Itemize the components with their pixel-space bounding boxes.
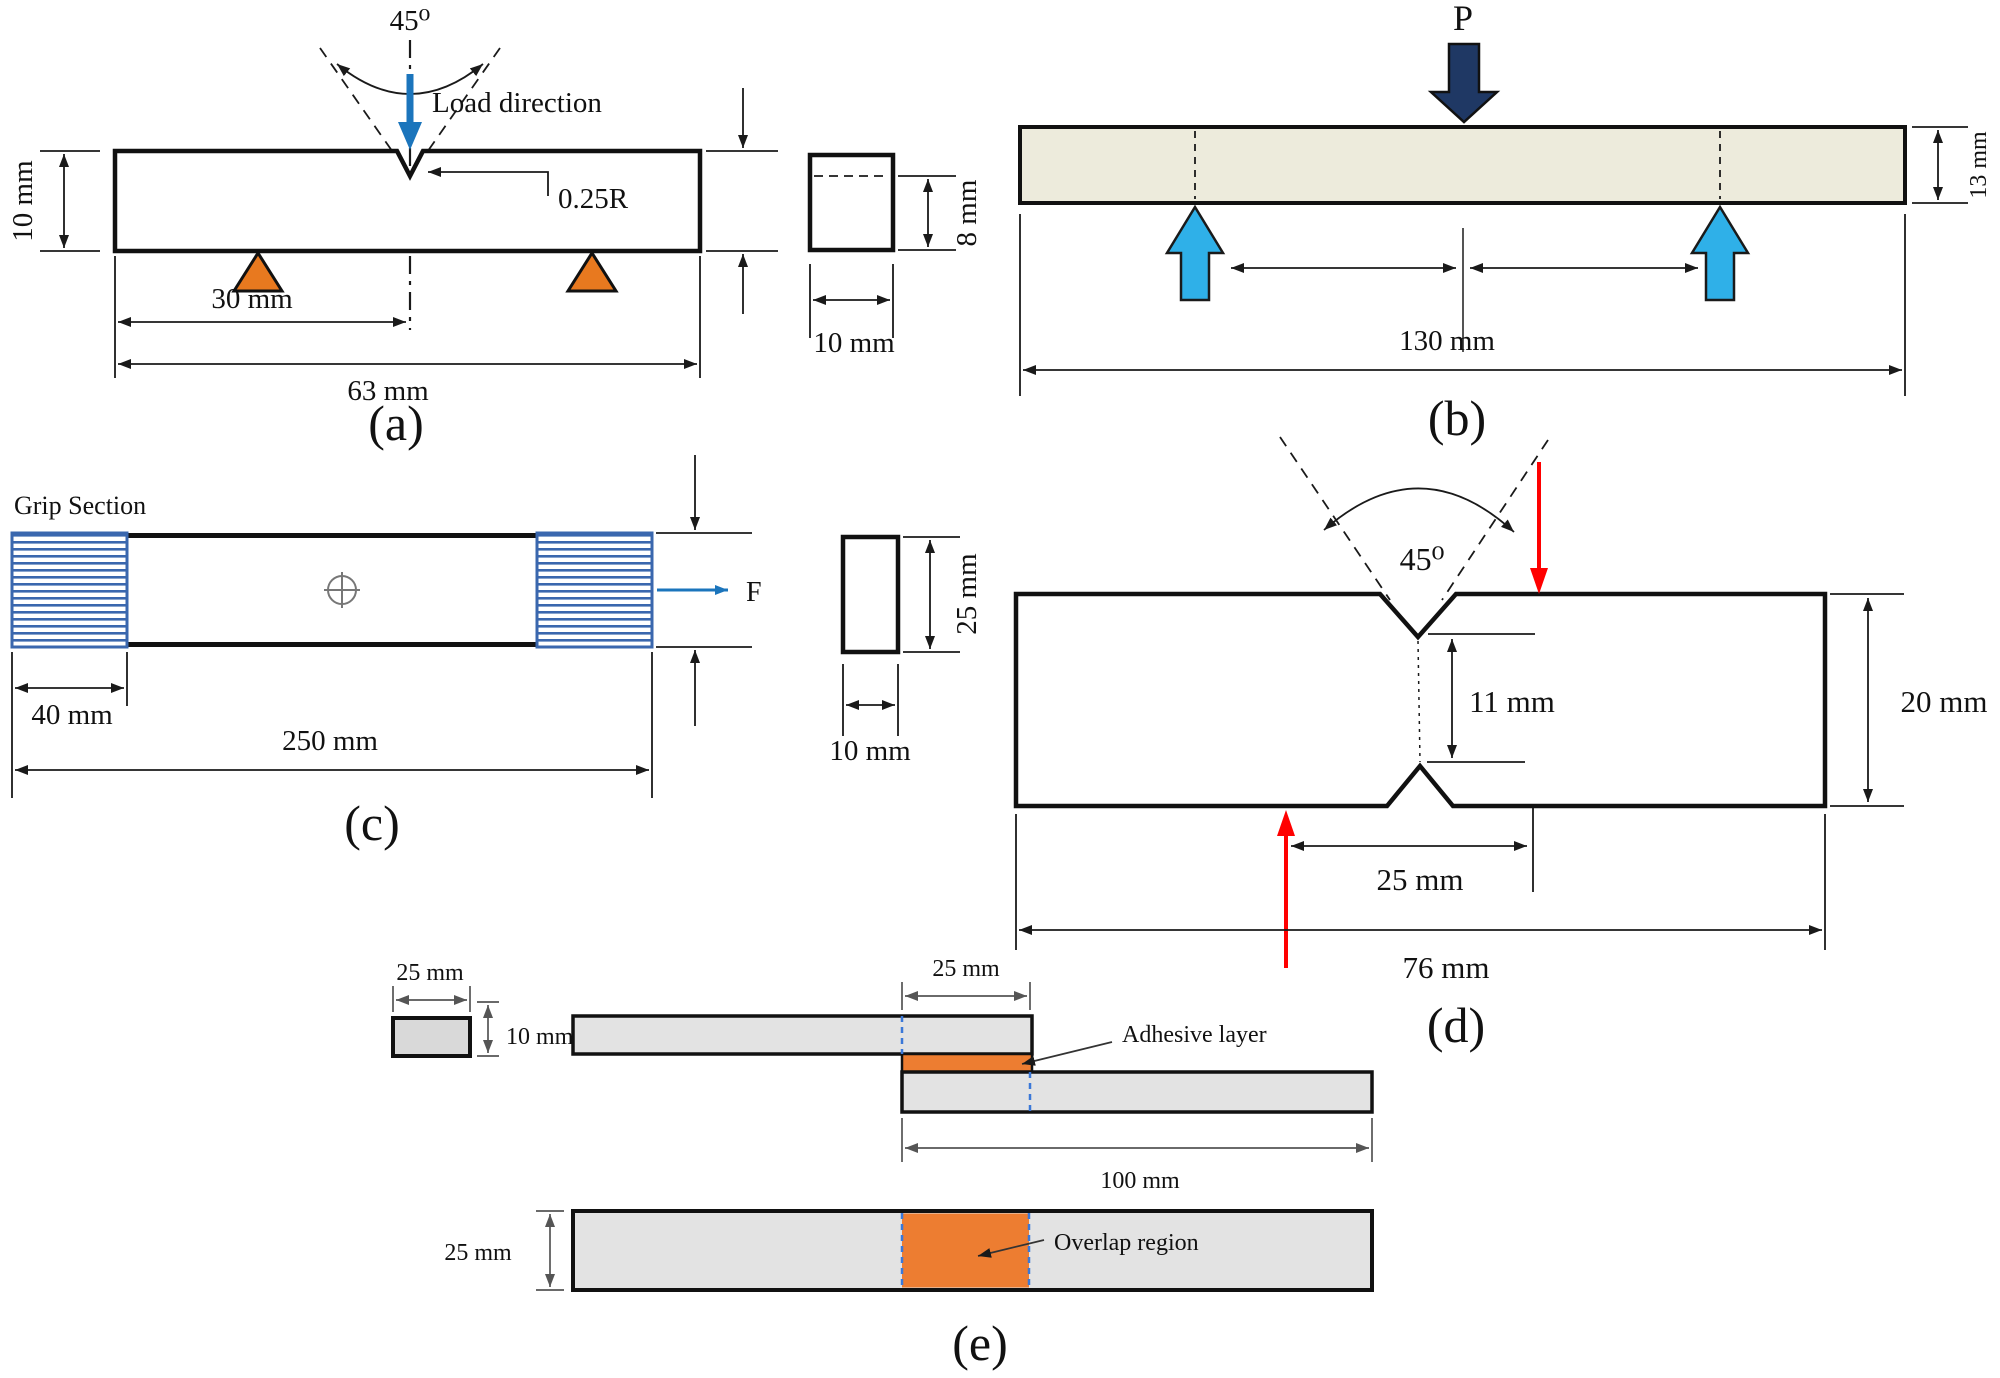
notch-distance-label: 11 mm xyxy=(1469,684,1555,719)
section-c-height-label: 25 mm xyxy=(951,553,983,635)
section-width-label-e: 25 mm xyxy=(396,960,464,986)
angle-dashed-line-right xyxy=(415,47,501,169)
load-p-label: P xyxy=(1453,0,1473,38)
fig-d: 45⁰ 11 mm 20 mm 25 mm 76 mm (d) xyxy=(1013,436,1988,1053)
adhesive-label: Adhesive layer xyxy=(1122,1022,1267,1048)
half-span-label: 30 mm xyxy=(211,283,293,315)
overlap-label: Overlap region xyxy=(1054,1230,1199,1256)
specimen-a xyxy=(112,148,703,254)
adhesive-leader xyxy=(1021,1041,1113,1066)
fig-e: 25 mm 10 mm 25 mm Adhesive layer 100 mm … xyxy=(391,956,1374,1371)
lower-adherend-label: 100 mm xyxy=(1100,1168,1180,1194)
load-arrow-head xyxy=(398,122,422,150)
section-a-width-label: 10 mm xyxy=(813,327,895,359)
grip-section-label: Grip Section xyxy=(14,491,146,520)
support-arrow-right xyxy=(1689,204,1751,302)
height-label: 10 mm xyxy=(7,160,39,242)
force-label: F xyxy=(746,577,762,608)
section-a: 8 mm 10 mm xyxy=(807,152,983,359)
fig-e-label: (e) xyxy=(952,1315,1008,1371)
angle-dashed-line-left xyxy=(319,47,405,169)
support-triangle-left xyxy=(231,250,285,293)
grip-left xyxy=(10,531,129,649)
section-c-rect xyxy=(840,534,901,655)
load-direction-label: Load direction xyxy=(432,87,602,119)
angle-label-d: 45⁰ xyxy=(1400,541,1445,577)
fig-b: P 130 mm 13 mm (b) xyxy=(1018,0,1992,446)
section-c-width-label: 10 mm xyxy=(829,735,911,767)
fig-c-label: (c) xyxy=(344,795,400,851)
lap-section-rect xyxy=(391,1016,472,1058)
fig-b-label: (b) xyxy=(1428,390,1486,446)
red-arrow-bottom-head xyxy=(1277,810,1295,836)
grip-length-label: 40 mm xyxy=(31,699,113,731)
red-arrow-top-head xyxy=(1530,568,1548,594)
total-length-label-c: 250 mm xyxy=(282,725,378,757)
section-a-square xyxy=(807,152,896,253)
lower-adherend xyxy=(900,1070,1374,1114)
notch-radius-label: 0.25R xyxy=(558,183,629,215)
support-triangle-right xyxy=(565,250,619,293)
upper-adherend xyxy=(571,1014,1034,1056)
adhesive-layer xyxy=(900,1052,1034,1074)
section-a-height-label: 8 mm xyxy=(951,179,983,246)
angle-dashed-left-d xyxy=(1279,436,1391,601)
total-length-label-d: 76 mm xyxy=(1403,950,1490,985)
specimen-d xyxy=(1013,591,1828,809)
fig-a-label: (a) xyxy=(368,395,424,451)
overlap-region xyxy=(902,1213,1029,1288)
support-arrow-left xyxy=(1164,204,1226,302)
overlap-length-label: 25 mm xyxy=(932,956,1000,982)
overlap-leader xyxy=(977,1239,1045,1258)
section-c: 25 mm 10 mm xyxy=(829,534,983,767)
span-label: 130 mm xyxy=(1399,325,1495,357)
angle-label: 45⁰ xyxy=(390,5,431,37)
grip-right xyxy=(535,531,654,649)
load-p-arrow xyxy=(1427,42,1501,124)
height-label-d: 20 mm xyxy=(1901,684,1988,719)
fig-a: 45⁰ Load direction 0.25R 10 mm 30 mm 63 … xyxy=(7,5,778,451)
total-length-label: 63 mm xyxy=(347,375,429,407)
section-thickness-label-e: 10 mm xyxy=(506,1024,574,1050)
beam-thickness-label: 13 mm xyxy=(1966,131,1992,199)
angle-arc-d xyxy=(1323,487,1515,533)
angle-dashed-right-d xyxy=(1441,439,1549,601)
beam xyxy=(1018,125,1907,205)
fig-c: Grip Section F 40 mm 250 mm (c) xyxy=(10,455,762,851)
notch-offset-label: 25 mm xyxy=(1377,862,1464,897)
strip-width-label: 25 mm xyxy=(444,1240,512,1266)
center-mark xyxy=(324,572,360,608)
radius-leader xyxy=(428,167,549,196)
fig-d-label: (d) xyxy=(1427,997,1485,1053)
